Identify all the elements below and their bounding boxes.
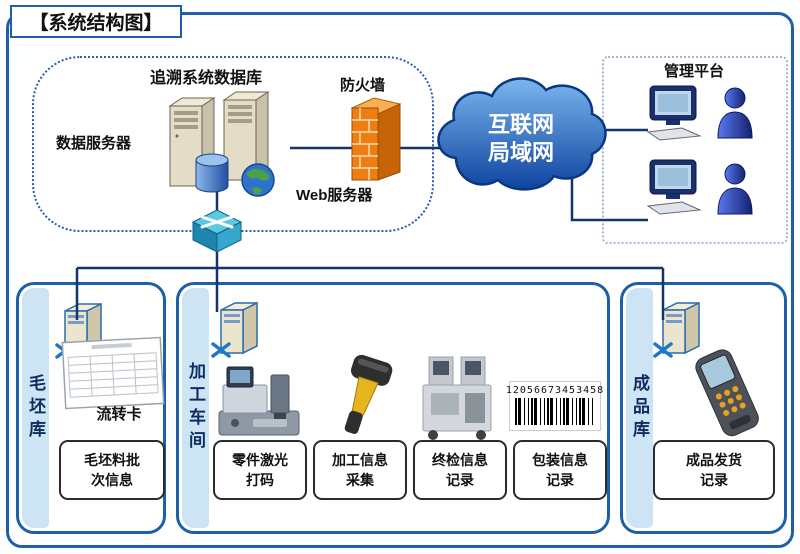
- flow-card-image: [61, 336, 165, 410]
- laser-marking-machine-image: [218, 366, 300, 436]
- cloud-label-line1: 互联网: [488, 112, 554, 137]
- section-strip: 加工车间: [182, 288, 209, 528]
- database-label: 追溯系统数据库: [149, 70, 262, 87]
- firewall-icon: [350, 97, 402, 181]
- cloud-label-line2: 局域网: [488, 140, 554, 165]
- info-box-process-collection: 加工信息 采集: [313, 440, 407, 500]
- info-box-laser-marking: 零件激光 打码: [213, 440, 307, 500]
- section-name: 毛坯库: [26, 373, 45, 443]
- section-strip: 毛坯库: [22, 288, 49, 528]
- info-box-shipping-record: 成品发货 记录: [653, 440, 775, 500]
- management-platform-label: 管理平台: [664, 63, 725, 80]
- section-finished-goods: 成品库 成品发货 记录: [620, 282, 787, 534]
- web-server-label: Web服务器: [296, 187, 373, 204]
- user-icon: [717, 87, 753, 139]
- section-strip: 成品库: [626, 288, 653, 528]
- management-platform-boundary: [602, 56, 788, 244]
- page-title: 【系统结构图】: [10, 5, 182, 38]
- handheld-terminal-image: [695, 349, 759, 437]
- firewall-label: 防火墙: [340, 77, 386, 94]
- barcode-image: 12056673453458: [505, 381, 605, 431]
- section-name: 成品库: [630, 373, 649, 443]
- section-machining-workshop: 加工车间: [176, 282, 610, 534]
- network-switch-icon: [191, 209, 243, 253]
- workstation-icon: [646, 85, 702, 141]
- flow-card-label: 流转卡: [96, 406, 142, 423]
- info-box-packaging-record: 包装信息 记录: [513, 440, 607, 500]
- internet-cloud: 互联网 局域网: [437, 77, 607, 191]
- info-box-final-inspection: 终检信息 记录: [413, 440, 507, 500]
- section-blank-warehouse: 毛坯库 流转卡 毛坯料批 次信息: [16, 282, 166, 534]
- server-towers-icon: [168, 91, 275, 197]
- workstation-icon: [646, 159, 702, 215]
- barcode-bars: [515, 398, 595, 425]
- data-server-label: 数据服务器: [56, 135, 132, 152]
- page-title-text: 【系统结构图】: [29, 13, 163, 34]
- user-icon: [717, 163, 753, 215]
- inspection-machine-image: [422, 356, 492, 440]
- barcode-number: 12056673453458: [505, 385, 605, 396]
- terminal-server-icon: [211, 301, 258, 358]
- section-name: 加工车间: [186, 362, 205, 454]
- terminal-server-icon: [653, 301, 700, 358]
- barcode-scanner-image: [344, 354, 393, 434]
- info-box-blank-batch: 毛坯料批 次信息: [59, 440, 165, 500]
